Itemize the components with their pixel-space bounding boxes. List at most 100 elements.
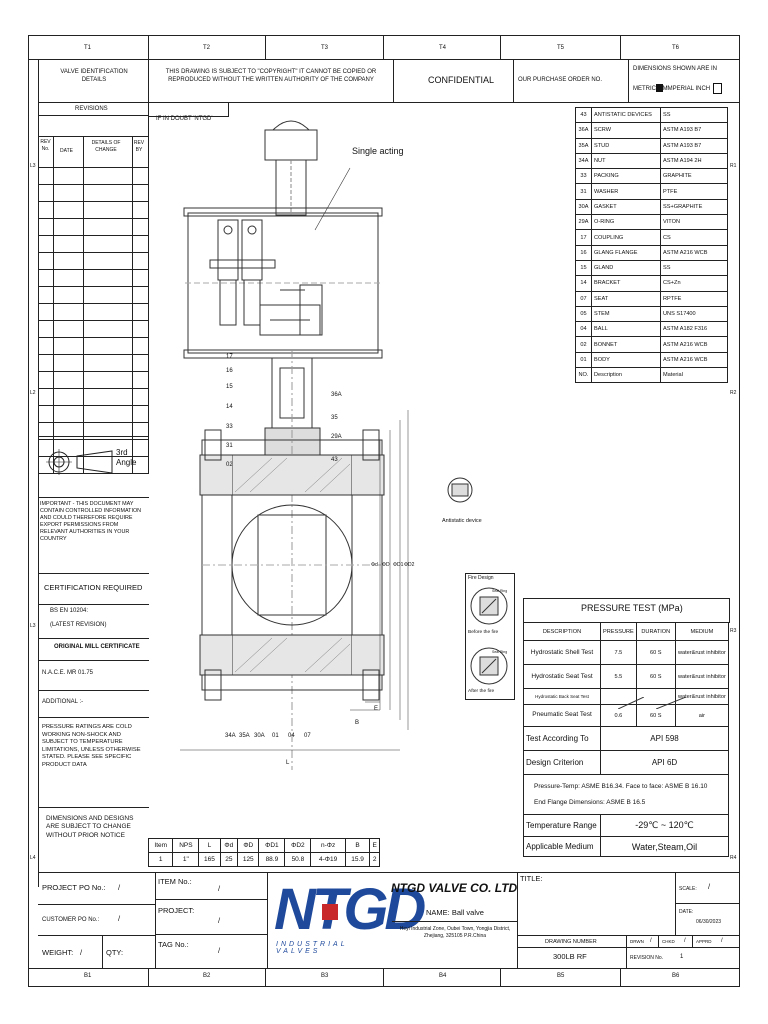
- pt-row-1-medium: water&rust inhibitor: [674, 640, 730, 665]
- pt-row-1-pressure: 7.5: [600, 640, 637, 665]
- pt-row-3-desc: Hydrostatic Back Seat Test: [523, 688, 601, 705]
- bom-no: 33: [575, 168, 592, 185]
- bom-mat: CS+Zn: [660, 275, 728, 292]
- dim-L-label: L: [286, 760, 290, 766]
- zone-left-3: L3: [30, 623, 36, 629]
- dim-header: Item: [147, 838, 174, 853]
- bs-en-label: BS EN 10204:: [50, 608, 89, 614]
- bom-no: 16: [575, 244, 592, 261]
- zone-left-2: L2: [30, 390, 36, 396]
- dim-value: 1: [147, 852, 174, 867]
- bom-mat: ASTM A182 F316: [660, 321, 728, 338]
- bom-mat: GRAPHITE: [660, 168, 728, 185]
- seal-ring-label-2: Seal Ring: [492, 650, 508, 654]
- bom-mat: SS+GRAPHITE: [660, 198, 728, 216]
- test-according-value: API 598: [600, 726, 729, 751]
- bom-no: 02: [575, 336, 592, 353]
- zone-bottom-5: B5: [557, 973, 565, 979]
- end-flange-standard: End Flange Dimensions: ASME B 16.5: [534, 798, 646, 806]
- pt-row-3-duration: [635, 688, 686, 709]
- zone-bottom-4: B4: [439, 973, 447, 979]
- company-name: NTGD VALVE CO. LTD: [391, 881, 518, 895]
- zone-bottom-6: B6: [672, 973, 680, 979]
- single-acting-label: Single acting: [352, 146, 404, 156]
- bom-no: 17: [575, 229, 592, 246]
- dim-header: ΦD2: [284, 838, 312, 853]
- metric-checkbox: [656, 84, 663, 92]
- dim-value: 88.9: [258, 852, 286, 867]
- pt-row-2-desc: Hydrostatic Seat Test: [523, 664, 601, 689]
- bom-desc: STUD: [591, 137, 661, 154]
- item-no-label: ITEM No.:: [158, 877, 192, 886]
- pressure-test-table: DESCRIPTION PRESSURE DURATION MEDIUM Hyd…: [523, 622, 730, 857]
- dim-value: 4-Φ19: [310, 852, 346, 867]
- pt-row-3-pressure: [600, 688, 645, 709]
- top-zone-strip: [28, 35, 740, 60]
- revision-no-label: REVISION No.: [630, 955, 664, 961]
- bom-no: 43: [575, 106, 592, 124]
- antistatic-label: Antistatic device: [442, 518, 482, 524]
- scale-label: SCALE:: [679, 886, 697, 892]
- before-fire-label: Before the fire: [468, 630, 499, 635]
- dim-value: 25: [219, 852, 239, 867]
- dim-value: 15.9: [344, 852, 371, 867]
- weight-value: /: [80, 948, 83, 957]
- pressure-ratings-note: PRESSURE RATINGS ARE COLD WORKING NON-SH…: [42, 724, 141, 768]
- customer-po-value: /: [118, 914, 121, 923]
- project-value: /: [218, 916, 221, 925]
- project-po-label: PROJECT PO No.:: [42, 883, 106, 892]
- bom-desc: BRACKET: [591, 275, 661, 292]
- bom-desc: ANTISTATIC DEVICES: [591, 106, 661, 124]
- bom-desc: STEM: [591, 305, 661, 323]
- after-fire-label: After the fire: [468, 689, 495, 694]
- pressure-temp-standard: Pressure-Temp: ASME B16.34. Face to face…: [534, 782, 708, 790]
- right-balloon-29a: 29A: [331, 434, 342, 440]
- left-balloon-14: 14: [226, 404, 233, 410]
- bs-en-rev: (LATEST REVISION): [50, 622, 107, 628]
- bom-no: NO.: [575, 367, 592, 384]
- title-block: [38, 872, 740, 969]
- right-balloon-35: 35: [331, 415, 338, 421]
- apprd-label: APPRD: [696, 939, 712, 944]
- apprd-value: /: [721, 938, 723, 944]
- pt-header-desc: DESCRIPTION: [523, 622, 601, 641]
- mill-certificate: ORIGINAL MILL CERTIFICATE: [54, 644, 140, 650]
- revisions-table: [38, 136, 149, 474]
- dim-header: Φd: [219, 838, 239, 853]
- nace-label: N.A.C.E. MR 01.75: [42, 670, 94, 676]
- imperial-label: IMPERIAL INCH: [666, 86, 711, 92]
- bom-desc: SCRW: [591, 122, 661, 139]
- vert-dim-d: Φd: [371, 562, 378, 568]
- fire-seal-after-icon: [470, 647, 508, 685]
- customer-po-label: CUSTOMER PO No.:: [42, 917, 100, 923]
- bom-desc: WASHER: [591, 183, 661, 200]
- bom-mat: SS: [660, 259, 728, 277]
- revision-no-value: 1: [680, 954, 684, 960]
- bom-mat: ASTM A216 WCB: [660, 244, 728, 261]
- scale-value: /: [708, 882, 711, 891]
- projection-label: 3rd Angle: [116, 448, 137, 468]
- date-label: DATE:: [679, 909, 694, 915]
- third-angle-projection-icon: [46, 449, 113, 475]
- left-balloon-33: 33: [226, 424, 233, 430]
- pt-row-4-medium: air: [674, 704, 730, 727]
- dim-value: 1": [172, 852, 200, 867]
- zone-right-3: R3: [730, 628, 737, 634]
- tag-no-label: TAG No.:: [158, 940, 189, 949]
- dim-header: n-Φz: [310, 838, 346, 853]
- vert-dim-D: ΦD: [382, 562, 390, 568]
- zone-top-4: T4: [439, 45, 447, 51]
- confidential-label: CONFIDENTIAL: [428, 75, 495, 85]
- bom-desc: BALL: [591, 321, 661, 338]
- left-balloon-02: 02: [226, 462, 233, 468]
- dim-header: ΦD: [237, 838, 260, 853]
- logo-subtitle: INDUSTRIAL VALVES: [276, 941, 348, 955]
- qty-label: QTY:: [106, 948, 124, 957]
- bom-no: 05: [575, 305, 592, 323]
- bom-desc: COUPLING: [591, 229, 661, 246]
